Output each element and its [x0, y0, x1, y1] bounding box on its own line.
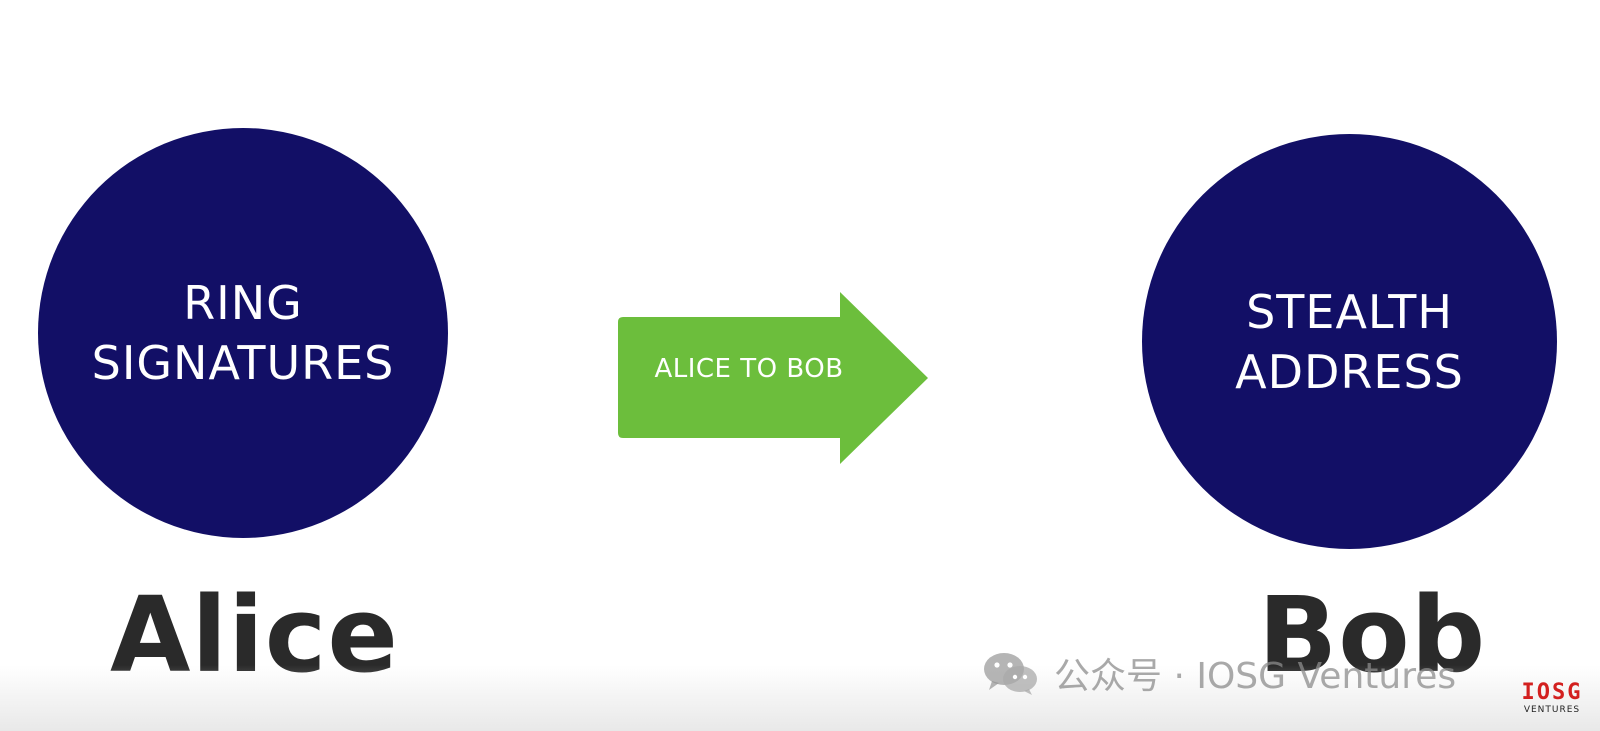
circle-label-line: RING [183, 276, 303, 330]
watermark: 公众号 · IOSG Ventures [982, 646, 1456, 700]
arrow-label: ALICE TO BOB [654, 354, 844, 384]
watermark-text: 公众号 · IOSG Ventures [1054, 656, 1457, 697]
logo-sub-text: VENTURES [1523, 705, 1581, 715]
ring-signatures-circle: RING SIGNATURES [38, 128, 448, 538]
stealth-address-circle: STEALTH ADDRESS [1142, 134, 1557, 549]
wechat-icon [984, 653, 1037, 695]
iosg-logo: IOSG VENTURES [1512, 682, 1592, 724]
circle-label-line: ADDRESS [1235, 344, 1464, 399]
arrow-right-icon [618, 292, 928, 464]
circle-label-line: STEALTH [1246, 284, 1453, 339]
circle-label-line: SIGNATURES [91, 336, 395, 390]
transfer-arrow: ALICE TO BOB [618, 292, 948, 470]
sender-name: Alice [110, 574, 399, 696]
logo-main-text: IOSG [1521, 680, 1583, 705]
